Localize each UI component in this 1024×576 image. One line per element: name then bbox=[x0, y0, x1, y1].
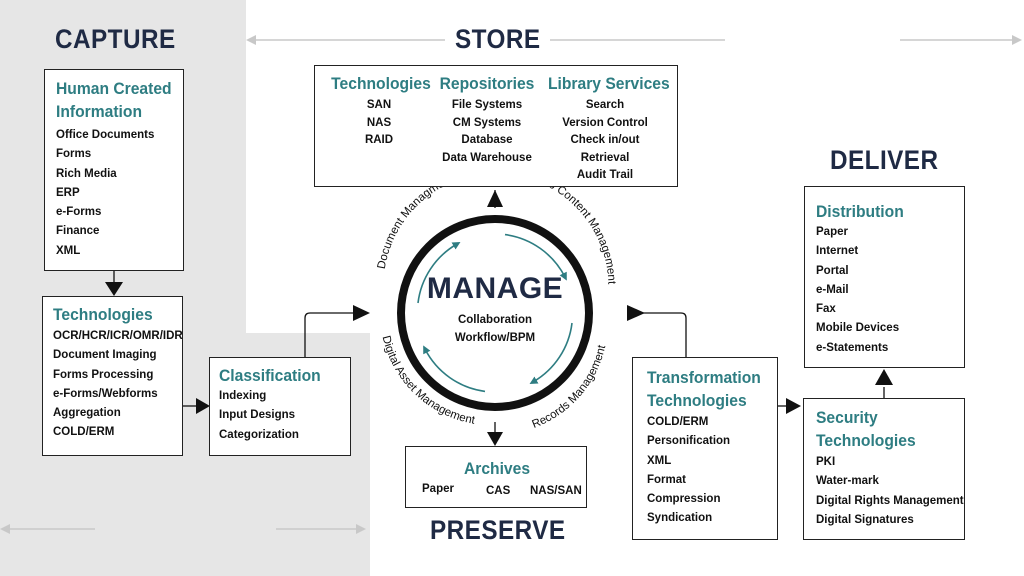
list-item: Format bbox=[647, 473, 686, 486]
capture-heading: CAPTURE bbox=[55, 24, 176, 54]
human-created-info-box: Human Created Information Office Documen… bbox=[44, 69, 184, 271]
manage-collaboration: Collaboration bbox=[457, 314, 533, 326]
deliver-heading: DELIVER bbox=[830, 145, 939, 175]
classification-box: Classification Indexing Input Designs Ca… bbox=[209, 357, 351, 456]
security-title-line2: Technologies bbox=[816, 431, 916, 450]
capture-technologies-box: Technologies OCR/HCR/ICR/OMR/IDR Documen… bbox=[42, 296, 183, 456]
list-item: Forms Processing bbox=[53, 368, 154, 381]
list-item: Internet bbox=[816, 245, 859, 258]
list-item: COLD/ERM bbox=[53, 426, 115, 439]
list-item: Database bbox=[461, 134, 513, 146]
library-services-column: Library Services Search Version Control … bbox=[543, 72, 670, 185]
list-item: Data Warehouse bbox=[442, 151, 532, 164]
human-created-title-line1: Human Created bbox=[56, 79, 172, 98]
list-item: Mobile Devices bbox=[816, 322, 900, 335]
list-item: Indexing bbox=[219, 390, 267, 402]
list-item: Office Documents bbox=[56, 129, 155, 141]
archives-title: Archives bbox=[463, 459, 531, 478]
list-item: Audit Trail bbox=[576, 169, 634, 181]
flow-arrowheads bbox=[105, 190, 893, 446]
list-item: OCR/HCR/ICR/OMR/IDR bbox=[53, 330, 183, 342]
list-item: ERP bbox=[56, 186, 80, 199]
security-technologies-box: Security Technologies PKI Water-mark Dig… bbox=[803, 398, 965, 540]
list-item: Fax bbox=[816, 303, 836, 316]
list-item: RAID bbox=[364, 134, 394, 146]
distribution-box: Distribution Paper Internet Portal e-Mai… bbox=[804, 186, 965, 368]
list-item: NAS/SAN bbox=[530, 485, 582, 497]
list-item: Input Designs bbox=[219, 409, 296, 422]
list-item: SAN bbox=[366, 99, 392, 111]
list-item: e-Forms bbox=[56, 206, 102, 219]
security-title-line1: Security bbox=[816, 408, 878, 427]
repositories-column: Repositories File Systems CM Systems Dat… bbox=[435, 72, 539, 167]
list-item: CM Systems bbox=[452, 116, 522, 129]
decorative-arrows bbox=[0, 35, 1022, 534]
manage-workflow: Workflow/BPM bbox=[454, 332, 536, 344]
list-item: Personification bbox=[647, 435, 731, 448]
transformation-title-line1: Transformation bbox=[647, 368, 761, 387]
list-item: Paper bbox=[816, 226, 848, 238]
list-item: Compression bbox=[647, 493, 721, 506]
classification-title: Classification bbox=[219, 366, 321, 385]
store-technologies-column: Technologies SAN NAS RAID bbox=[327, 72, 431, 150]
archives-box: Archives Paper CAS NAS/SAN bbox=[405, 446, 587, 508]
list-item: COLD/ERM bbox=[647, 416, 709, 428]
manage-title: MANAGE bbox=[426, 272, 564, 305]
store-box: Technologies SAN NAS RAID Repositories F… bbox=[314, 65, 678, 187]
list-item: Rich Media bbox=[56, 167, 117, 180]
list-item: Version Control bbox=[562, 116, 648, 129]
list-item: e-Statements bbox=[816, 341, 889, 354]
list-item: NAS bbox=[366, 116, 392, 129]
list-item: Digital Signatures bbox=[816, 513, 914, 526]
list-item: Aggregation bbox=[53, 407, 121, 420]
list-item: Finance bbox=[56, 225, 100, 238]
transformation-title-line2: Technologies bbox=[647, 391, 747, 410]
library-services-title: Library Services bbox=[547, 74, 670, 93]
list-item: Check in/out bbox=[570, 134, 640, 146]
list-item: Syndication bbox=[647, 512, 713, 525]
list-item: e-Mail bbox=[816, 283, 849, 296]
repositories-title: Repositories bbox=[439, 74, 535, 93]
list-item: XML bbox=[647, 454, 672, 467]
store-technologies-title: Technologies bbox=[331, 74, 431, 93]
transformation-technologies-box: Transformation Technologies COLD/ERM Per… bbox=[632, 357, 778, 540]
list-item: Document Imaging bbox=[53, 349, 157, 362]
list-item: XML bbox=[56, 244, 81, 257]
list-item: Paper bbox=[422, 483, 454, 495]
list-item: Portal bbox=[816, 264, 849, 277]
capture-technologies-title: Technologies bbox=[53, 305, 153, 324]
human-created-title-line2: Information bbox=[56, 102, 143, 121]
manage-ring bbox=[397, 215, 593, 411]
list-item: e-Forms/Webforms bbox=[53, 387, 158, 400]
distribution-title: Distribution bbox=[816, 202, 904, 221]
list-item: Retrieval bbox=[580, 151, 630, 164]
list-item: Water-mark bbox=[816, 475, 879, 488]
list-item: Digital Rights Management bbox=[816, 494, 964, 507]
store-heading: STORE bbox=[455, 24, 541, 54]
list-item: PKI bbox=[816, 456, 836, 468]
cycle-arrows bbox=[417, 233, 573, 393]
list-item: CAS bbox=[486, 485, 511, 497]
list-item: Forms bbox=[56, 148, 92, 161]
list-item: File Systems bbox=[451, 99, 523, 111]
preserve-heading: PRESERVE bbox=[430, 515, 566, 545]
list-item: Categorization bbox=[219, 428, 299, 441]
list-item: Search bbox=[585, 99, 625, 111]
